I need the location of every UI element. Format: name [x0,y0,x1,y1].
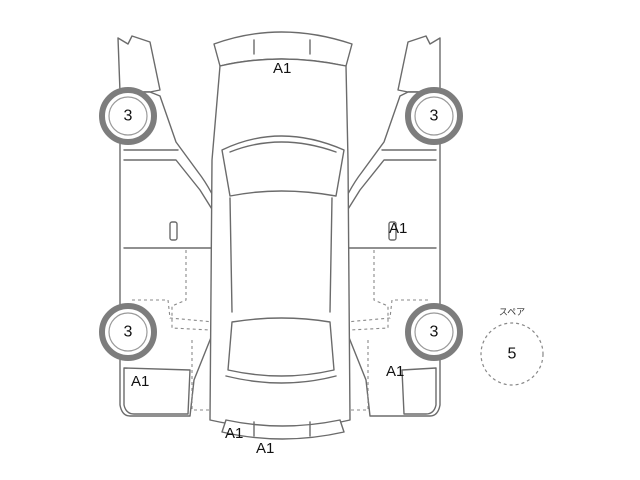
left-hidden-contour-2 [132,299,215,323]
spare-tire[interactable]: スペア 5 [480,308,544,386]
rear-bumper-detail [253,421,311,437]
damage-code-left-rear-quarter[interactable]: A1 [131,373,149,390]
spare-tire-title: スペア [499,308,525,318]
damage-code-rear-bumper-left[interactable]: A1 [225,425,243,442]
right-window-line [339,159,437,223]
trunk-line [225,375,337,384]
front-bumper-grille [253,39,311,55]
tire-left-rear[interactable]: 3 [99,303,157,361]
top-view [209,31,353,440]
right-door-handle [388,221,397,241]
tire-right-front-value: 3 [430,108,439,125]
tire-right-rear[interactable]: 3 [405,303,463,361]
damage-code-right-door[interactable]: A1 [389,220,407,237]
windshield [221,135,345,197]
spare-tire-outline [480,322,544,386]
tire-right-front[interactable]: 3 [405,87,463,145]
rear-window [227,317,335,377]
windshield-inner [229,141,337,153]
damage-code-rear-bumper-center[interactable]: A1 [256,440,274,457]
rear-bumper [221,419,345,440]
right-front-fender-top [397,35,441,93]
tire-left-front[interactable]: 3 [99,87,157,145]
damage-code-roof[interactable]: A1 [273,60,291,77]
right-rear-quarter-panel [401,367,437,415]
left-front-fender-top [117,35,161,93]
spare-tire-value: 5 [508,346,517,363]
left-door-handle [169,221,178,241]
tire-left-rear-value: 3 [124,324,133,341]
left-window-line [123,159,221,223]
tire-left-front-value: 3 [124,108,133,125]
roof-edges [229,197,333,313]
right-hidden-contour-2 [345,299,428,323]
damage-code-right-rear-quarter[interactable]: A1 [386,363,404,380]
tire-right-rear-value: 3 [430,324,439,341]
left-rear-quarter-panel [123,367,191,415]
